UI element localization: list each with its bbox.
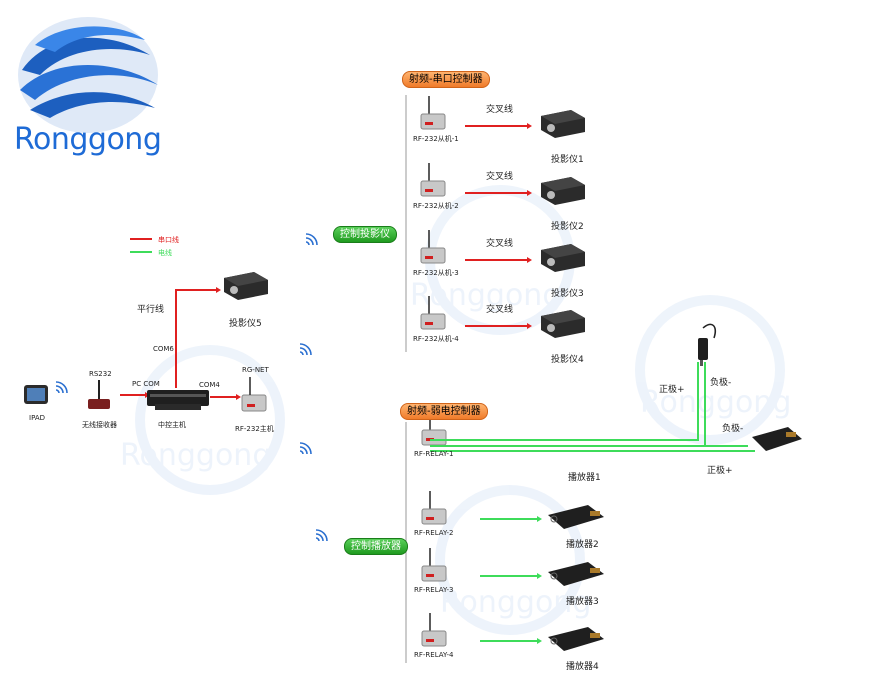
watermark-text: Ronggong [640,385,791,420]
projector-device [541,244,585,272]
logo-text: Ronggong [14,122,162,157]
parallel-line-label: 平行线 [137,305,165,315]
rf232-slave-label: RF-232从机-3 [413,269,459,277]
power-adapter-device [698,323,716,366]
rf232-slave-device [420,96,446,130]
central-host-label: 中控主机 [158,421,186,429]
player-label: 播放器3 [566,597,599,607]
rf232-slave-label: RF-232从机-2 [413,202,459,210]
wave-logo-icon [18,17,158,133]
power-negative-b-label: 负极- [722,424,744,434]
ipad-label: IPAD [29,414,46,422]
power-negative-a-label: 负极- [710,378,732,388]
com4-label: COM4 [199,381,220,389]
wifi-icon [299,343,312,356]
rf232-slave-device [420,230,446,264]
rf-relay-label: RF-RELAY-1 [414,450,454,458]
rf232-slave-device [420,296,446,330]
rf-relay-label: RF-RELAY-3 [414,586,454,594]
player-device [548,562,604,586]
projector-label: 投影仪4 [551,355,584,365]
rf232-slave-label: RF-232从机-1 [413,135,459,143]
wireless-receiver-device [88,380,110,409]
wifi-icon [315,529,328,542]
wifi-icons [55,233,328,542]
watermark-group: Ronggong Ronggong Ronggong Ronggong [120,185,791,635]
projector-label: 投影仪3 [551,289,584,299]
serial-controller-title: 射频-串口控制器 [402,71,490,88]
player-top-device [752,427,802,451]
wifi-icon [299,442,312,455]
projector-device [541,310,585,338]
player-device [548,505,604,529]
watermark-text: Ronggong [410,278,561,313]
projector-label: 投影仪2 [551,222,584,232]
receiver-label: 无线接收器 [82,421,117,429]
projector-device [541,110,585,138]
player-device [548,627,604,651]
rf-relay-device [421,548,447,582]
rf232-host-device [241,377,267,412]
projector-5-device [224,272,268,300]
wifi-icon [55,381,68,394]
rgnet-label: RG-NET [242,366,269,374]
rf-relay-device [421,613,447,647]
rf-relay-label: RF-RELAY-4 [414,651,454,659]
crossover-line-label: 交叉线 [486,305,514,315]
watermark-text: Ronggong [440,585,591,620]
control-projector-badge: 控制投影仪 [333,226,397,243]
rs232-label: RS232 [89,370,112,378]
projector5-label: 投影仪5 [229,319,262,329]
pc-com-label: PC COM [132,380,160,388]
projector-device [541,177,585,205]
crossover-line-label: 交叉线 [486,105,514,115]
watermark-text: Ronggong [120,438,271,473]
rf-relay-label: RF-RELAY-2 [414,529,454,537]
ipad-device [24,385,48,404]
player-label: 播放器2 [566,540,599,550]
projector-label: 投影仪1 [551,155,584,165]
rf-relay-device [421,491,447,525]
crossover-line-label: 交叉线 [486,239,514,249]
central-host-device [147,390,209,410]
player-label: 播放器1 [568,473,601,483]
rf232-host-label: RF-232主机 [235,425,274,433]
rf232-slave-label: RF-232从机-4 [413,335,459,343]
com6-label: COM6 [153,345,174,353]
power-positive-a-label: 正极+ [659,385,685,395]
legend-power-label: 电线 [158,249,172,257]
control-player-badge: 控制播放器 [344,538,408,555]
player-label: 播放器4 [566,662,599,672]
wifi-icon [305,233,318,246]
legend-serial-label: 串口线 [158,236,179,244]
rf232-slave-device [420,163,446,197]
relay-controller-title: 射频-弱电控制器 [400,403,488,420]
power-positive-b-label: 正极+ [707,466,733,476]
crossover-line-label: 交叉线 [486,172,514,182]
